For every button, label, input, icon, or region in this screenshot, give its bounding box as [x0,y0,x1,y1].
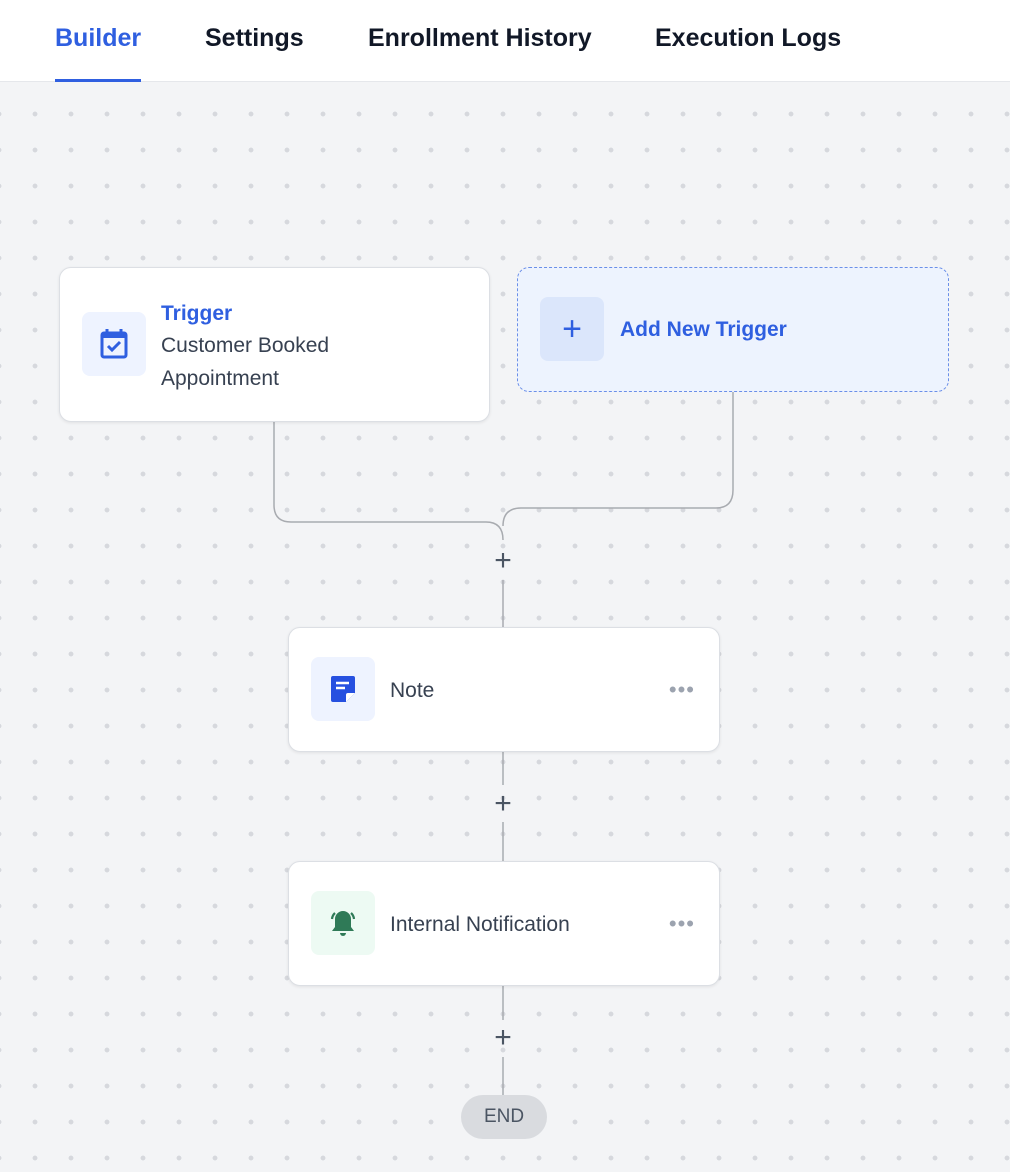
add-step-button[interactable]: + [494,1021,512,1054]
add-step-button[interactable]: + [494,787,512,820]
connector-line [502,392,734,527]
trigger-title: Trigger [161,302,233,325]
tab-settings[interactable]: Settings [205,24,304,52]
connector-line [273,422,504,541]
add-new-trigger-button[interactable]: + Add New Trigger [517,267,949,392]
step-card-note[interactable]: Note ••• [288,627,720,752]
step-label: Note [390,679,435,702]
trigger-name-line2: Appointment [161,367,279,390]
add-step-button[interactable]: + [494,544,512,577]
tab-bar: Builder Settings Enrollment History Exec… [0,0,1010,82]
tab-builder[interactable]: Builder [55,24,142,82]
bell-ring-icon [311,891,375,955]
trigger-card[interactable]: Trigger Customer Booked Appointment [59,267,490,422]
tab-execution-logs[interactable]: Execution Logs [655,24,842,52]
more-options-icon[interactable]: ••• [668,910,695,936]
add-new-trigger-label: Add New Trigger [620,318,787,341]
step-label: Internal Notification [390,913,570,936]
tab-enrollment-history[interactable]: Enrollment History [368,24,592,52]
more-options-icon[interactable]: ••• [668,676,695,702]
trigger-name-line1: Customer Booked [161,334,330,357]
end-node: END [461,1095,547,1139]
step-card-internal-notification[interactable]: Internal Notification ••• [288,861,720,986]
calendar-check-icon [82,312,146,376]
plus-icon: + [540,297,604,361]
note-icon [311,657,375,721]
